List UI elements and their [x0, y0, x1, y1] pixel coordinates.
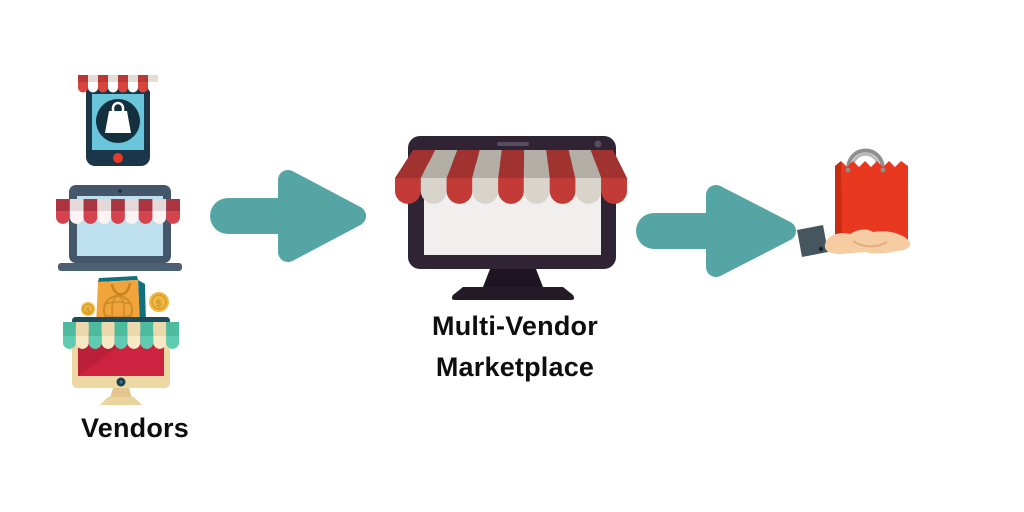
marketplace-monitor-icon [395, 136, 627, 300]
laptop-storefront-icon [56, 185, 182, 271]
bag-handle [846, 148, 885, 171]
awning-teal-cream [63, 322, 179, 349]
flow-arrow-2 [636, 185, 796, 277]
svg-text:$: $ [85, 306, 91, 315]
camera-dot [594, 140, 602, 148]
mobile-storefront-icon [78, 75, 158, 166]
speaker-dash [497, 142, 529, 146]
awning-red-white [56, 199, 180, 224]
marketplace-label-line2: Marketplace [435, 352, 595, 382]
awning-red-gray [395, 150, 627, 204]
shopping-bag-icon [105, 101, 131, 133]
home-button-dot [113, 153, 123, 163]
marketplace-label-line1: Multi-Vendor [432, 311, 598, 341]
svg-text:$: $ [155, 297, 163, 310]
coin-icon: $ [149, 292, 169, 312]
cuff-button-dot [818, 246, 824, 252]
webcam-dot [118, 189, 122, 193]
sleeve-cuff [797, 225, 828, 257]
desktop-storefront-icon: $ $ [63, 276, 179, 405]
awning-red-white [78, 75, 158, 93]
flow-arrow-1 [210, 170, 366, 262]
open-hand [824, 229, 911, 254]
hand-shopping-bag-icon [797, 148, 911, 257]
coin-icon: $ [81, 302, 95, 316]
marketplace-label: Multi-Vendor Marketplace [385, 306, 645, 388]
vendors-label: Vendors [81, 413, 189, 443]
shopping-bag [835, 161, 908, 240]
